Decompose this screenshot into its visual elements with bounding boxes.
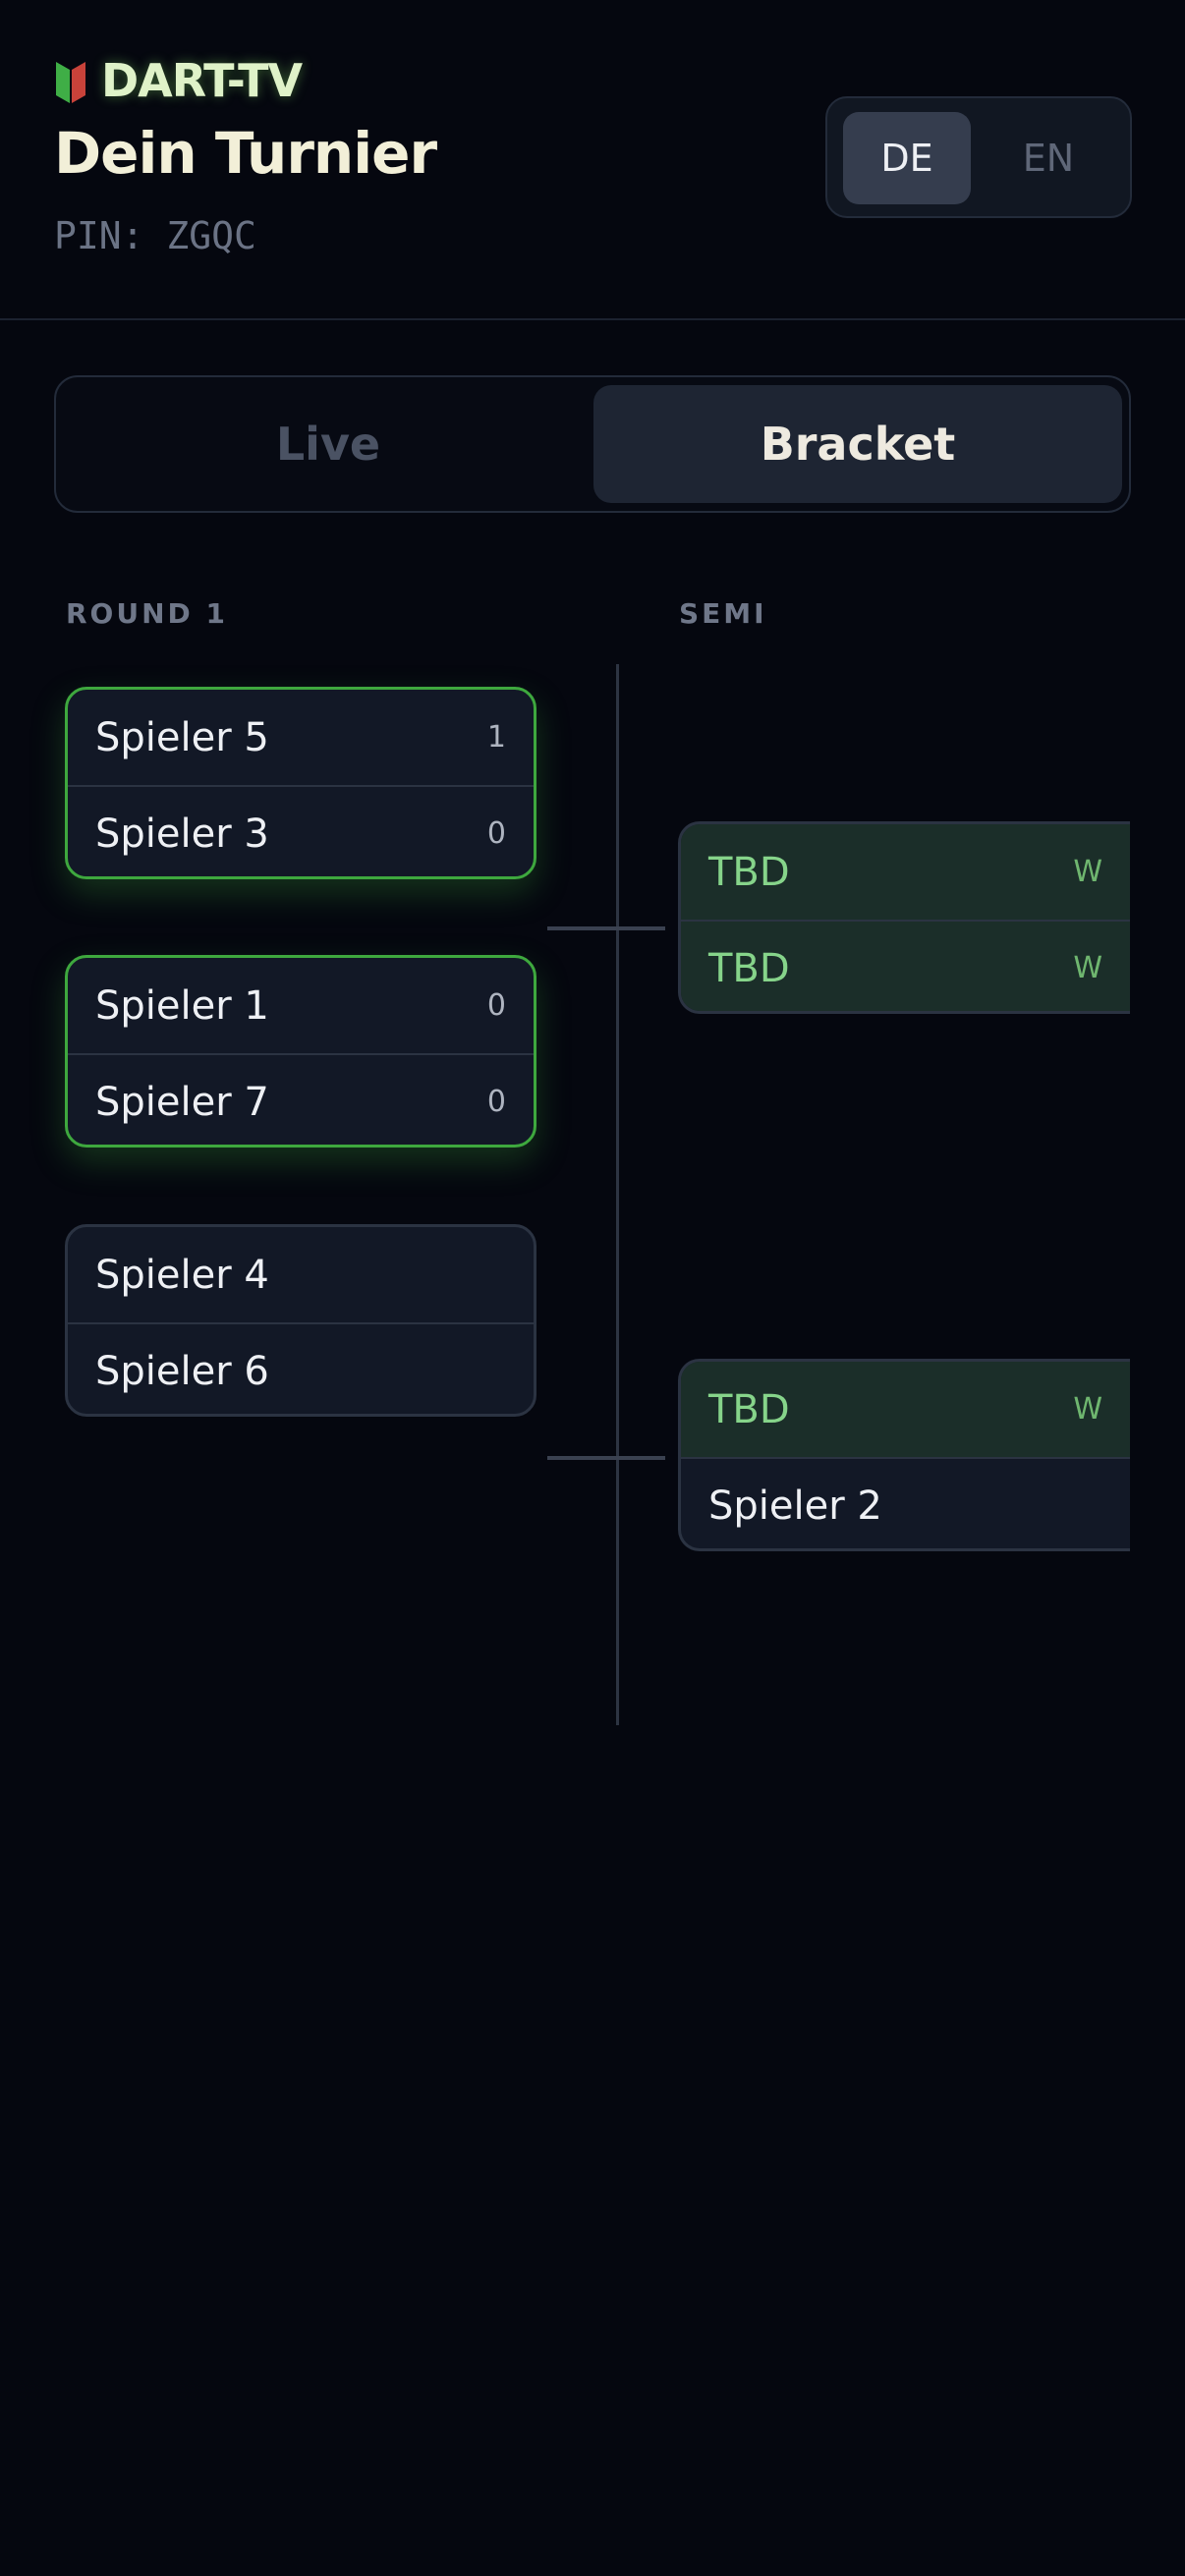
winner-marker: W	[1073, 855, 1102, 889]
match-card[interactable]: Spieler 4 Spieler 6	[65, 1224, 536, 1417]
header: DART-TV Dein Turnier PIN: ZGQC DE EN	[0, 0, 1185, 320]
bracket-connector	[547, 1456, 665, 1460]
player-score: 0	[486, 988, 506, 1023]
match-slot: Spieler 1 0	[68, 958, 534, 1053]
player-score: 0	[486, 1085, 506, 1119]
language-switch: DE EN	[825, 96, 1132, 218]
round-1-label: ROUND 1	[66, 597, 229, 630]
player-name: Spieler 2	[708, 1483, 882, 1529]
tab-live[interactable]: Live	[275, 418, 381, 471]
match-card[interactable]: TBD W TBD W	[678, 821, 1130, 1014]
lang-de-button[interactable]: DE	[843, 112, 971, 204]
view-tabs: Live Bracket	[54, 375, 1131, 513]
tab-bracket[interactable]: Bracket	[593, 385, 1122, 503]
match-card[interactable]: Spieler 5 1 Spieler 3 0	[65, 687, 536, 879]
match-slot: Spieler 6	[68, 1322, 534, 1414]
match-slot: TBD W	[681, 1362, 1130, 1457]
match-slot: Spieler 3 0	[68, 785, 534, 876]
player-score: 0	[486, 816, 506, 851]
match-slot: TBD W	[681, 920, 1130, 1011]
match-slot: Spieler 2	[681, 1457, 1130, 1548]
player-name: Spieler 3	[95, 811, 269, 857]
page-title: Dein Turnier	[54, 120, 437, 187]
player-name: TBD	[708, 849, 790, 895]
player-name: Spieler 5	[95, 714, 269, 760]
match-card[interactable]: Spieler 1 0 Spieler 7 0	[65, 955, 536, 1148]
tournament-pin: PIN: ZGQC	[54, 214, 256, 257]
match-slot: Spieler 4	[68, 1227, 534, 1322]
match-card[interactable]: TBD W Spieler 2	[678, 1359, 1130, 1551]
player-score: 1	[486, 720, 506, 755]
winner-marker: W	[1073, 1392, 1102, 1427]
bracket-connector	[547, 926, 665, 930]
player-name: Spieler 4	[95, 1252, 269, 1298]
player-name: TBD	[708, 945, 790, 991]
dart-logo-icon	[56, 62, 85, 103]
semi-label: SEMI	[679, 597, 767, 630]
player-name: Spieler 6	[95, 1348, 269, 1394]
player-name: TBD	[708, 1386, 790, 1432]
match-slot: Spieler 7 0	[68, 1053, 534, 1145]
brand: DART-TV	[54, 51, 303, 110]
bracket-connector	[616, 664, 619, 1725]
match-slot: TBD W	[681, 824, 1130, 920]
player-name: Spieler 7	[95, 1079, 269, 1125]
player-name: Spieler 1	[95, 982, 269, 1029]
winner-marker: W	[1073, 951, 1102, 985]
match-slot: Spieler 5 1	[68, 690, 534, 785]
lang-en-button[interactable]: EN	[1022, 137, 1075, 180]
brand-name: DART-TV	[101, 54, 303, 107]
